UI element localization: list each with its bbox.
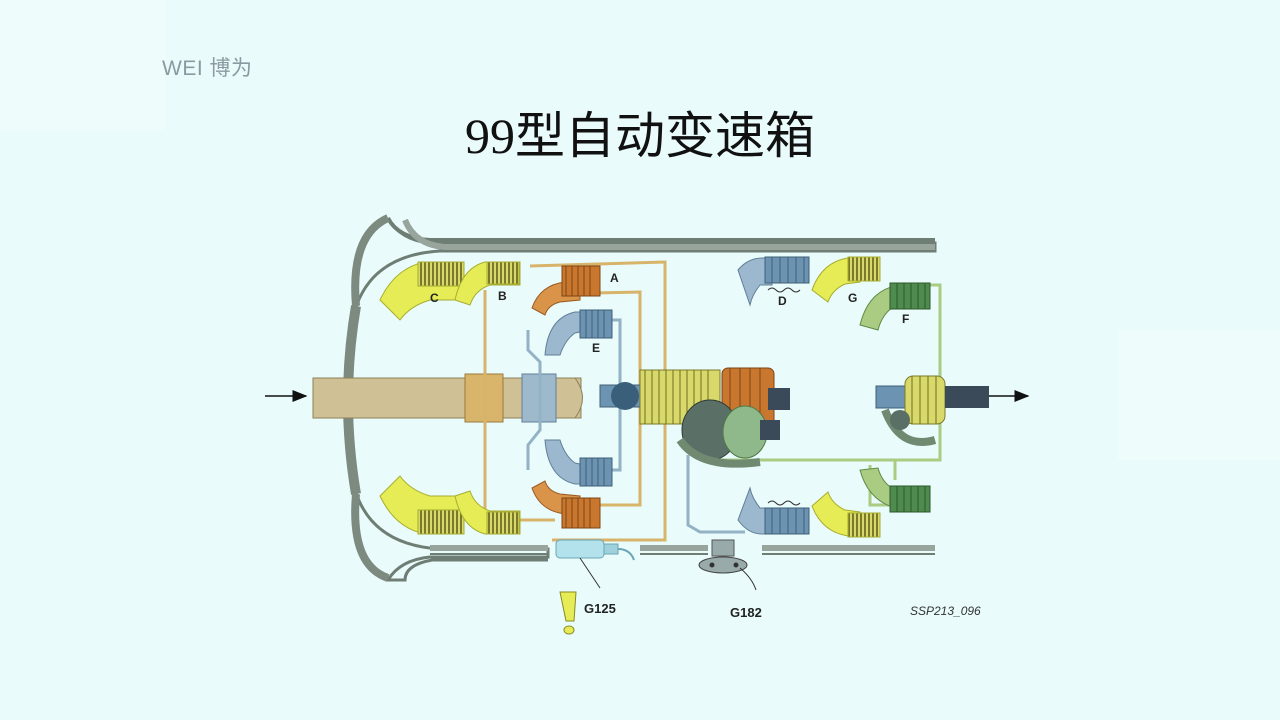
transmission-housing bbox=[343, 214, 937, 582]
clutch-e-top bbox=[544, 309, 613, 356]
label-d: D bbox=[778, 294, 787, 308]
clutch-d-top bbox=[737, 256, 810, 307]
clutch-f-bottom bbox=[859, 467, 931, 513]
reference-code: SSP213_096 bbox=[910, 604, 981, 618]
clutch-g-bottom bbox=[811, 491, 881, 538]
label-g182: G182 bbox=[730, 605, 762, 620]
label-a: A bbox=[610, 271, 619, 285]
clutch-c-top bbox=[379, 261, 465, 321]
clutch-a-bottom bbox=[531, 480, 601, 529]
label-e: E bbox=[592, 341, 600, 355]
input-shaft bbox=[312, 373, 583, 423]
label-g125: G125 bbox=[584, 601, 616, 616]
clutch-d-bottom bbox=[737, 486, 810, 535]
clutch-a-top bbox=[531, 265, 601, 316]
primary-planetary-gearset bbox=[599, 367, 790, 468]
clutch-f-top bbox=[859, 282, 931, 331]
clutch-c-bottom bbox=[379, 475, 465, 535]
sensor-g125 bbox=[555, 539, 635, 589]
label-b: B bbox=[498, 289, 507, 303]
warning-icon bbox=[559, 591, 577, 635]
left-shadow-panel bbox=[0, 0, 165, 130]
output-planetary-gearset bbox=[875, 375, 989, 446]
clutch-b-bottom bbox=[454, 490, 521, 535]
label-c: C bbox=[430, 291, 439, 305]
clutch-b-top bbox=[454, 261, 521, 306]
label-f: F bbox=[902, 312, 909, 326]
clutch-e-bottom bbox=[544, 439, 613, 487]
right-shadow-panel bbox=[1118, 330, 1280, 460]
sensor-g182 bbox=[698, 539, 757, 591]
label-g: G bbox=[848, 291, 857, 305]
clutch-g-top bbox=[811, 256, 881, 303]
brand-logo: WEI 博为 bbox=[162, 57, 253, 80]
page-title: 99型自动变速箱 bbox=[465, 108, 815, 164]
